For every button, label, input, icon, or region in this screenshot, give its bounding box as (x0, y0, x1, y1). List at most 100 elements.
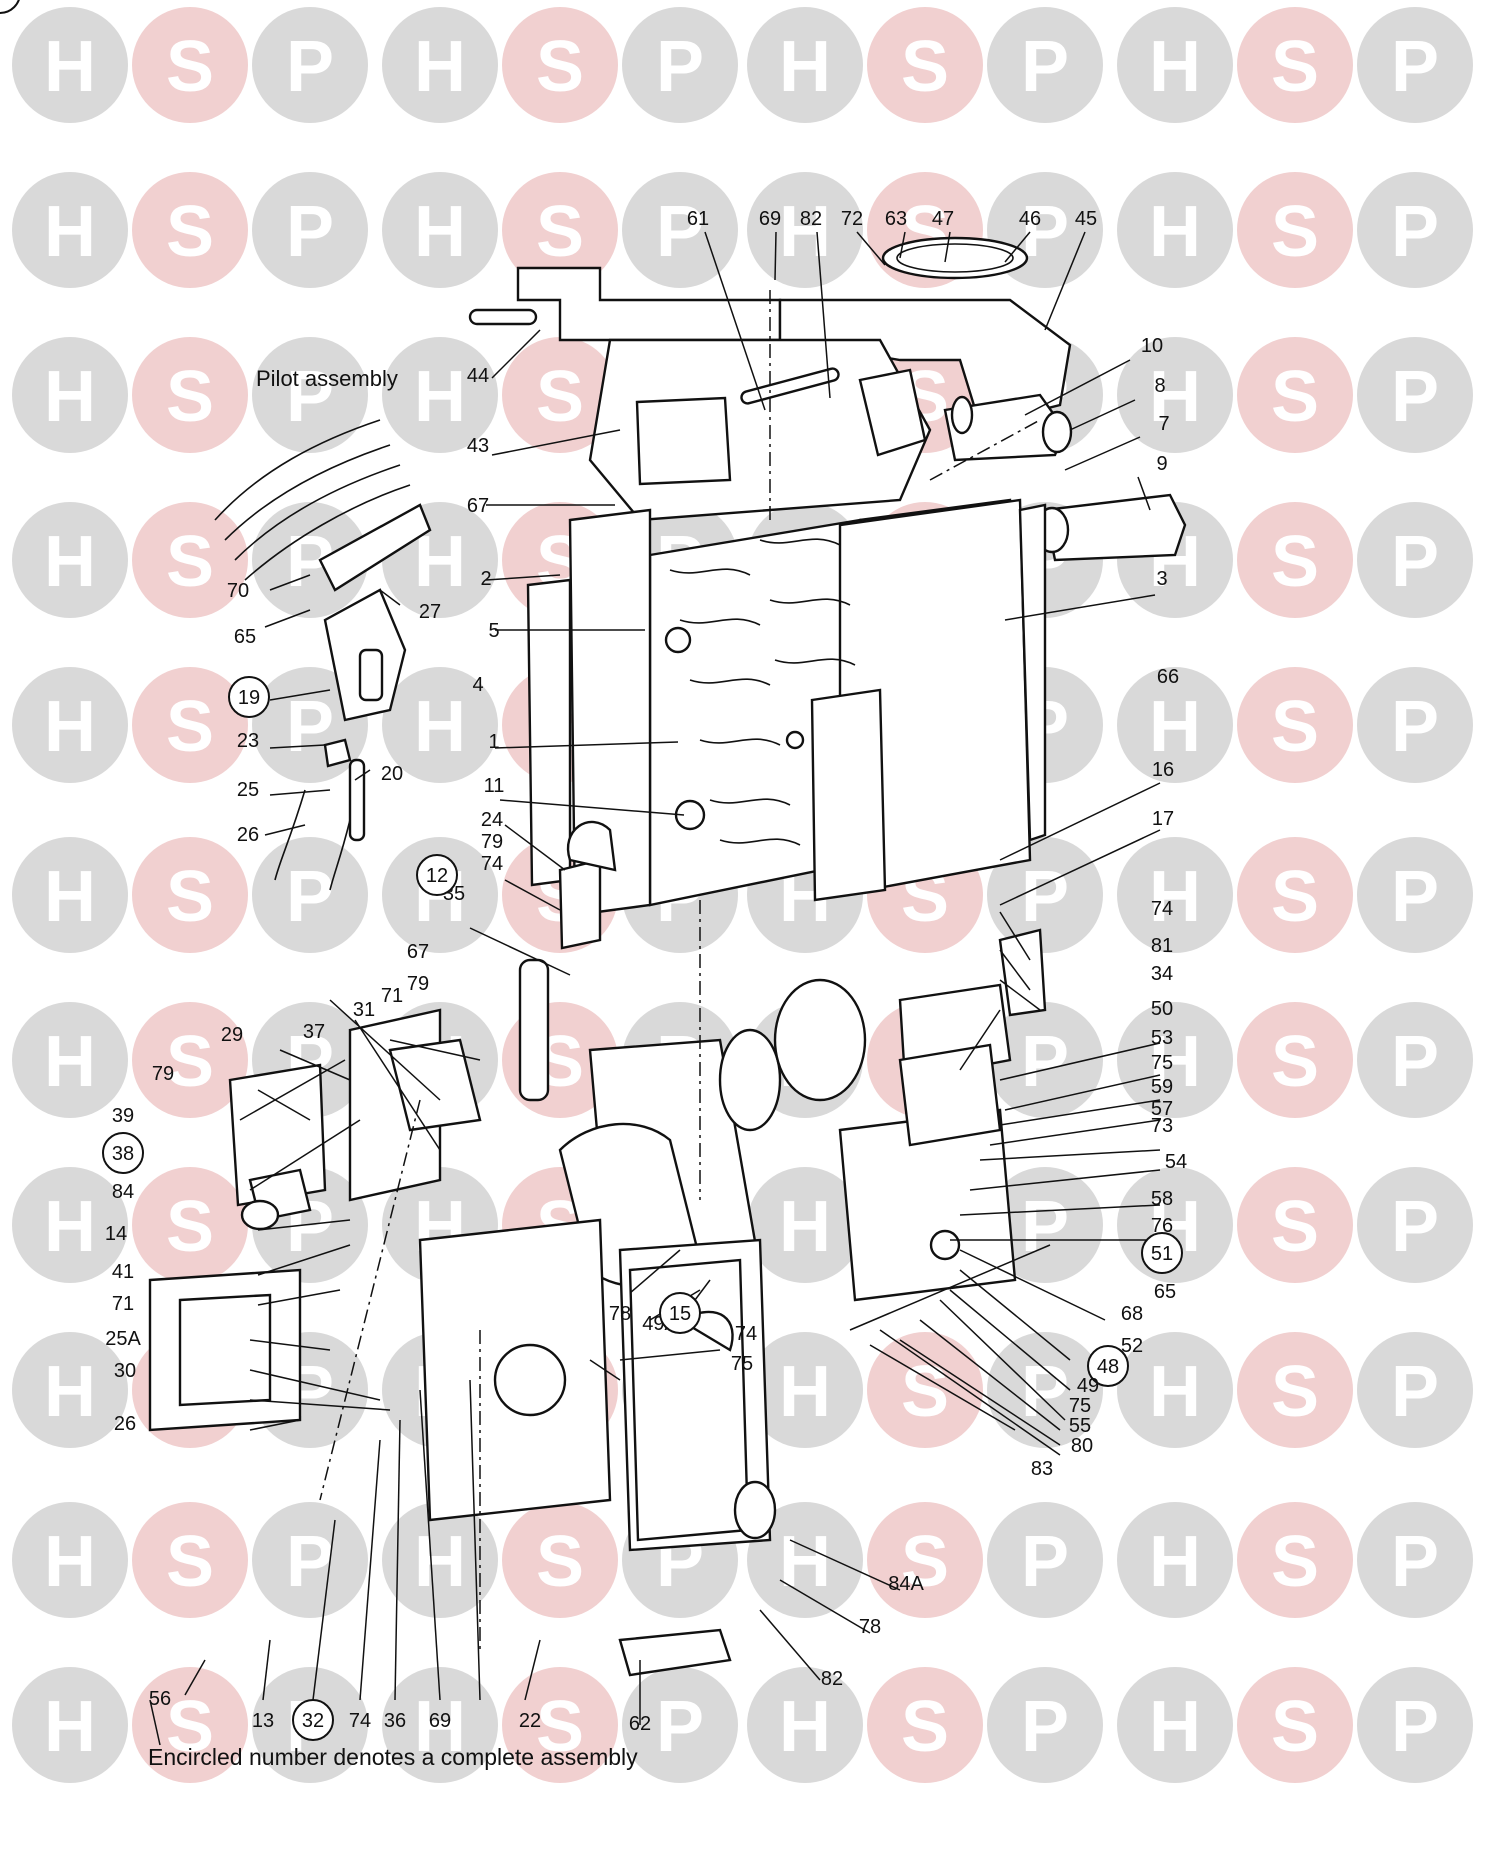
svg-text:38: 38 (112, 1143, 134, 1165)
svg-text:71: 71 (112, 1293, 134, 1315)
svg-text:H: H (779, 192, 831, 272)
part-label-45: 45 (1075, 208, 1097, 230)
svg-text:63: 63 (885, 208, 907, 230)
watermark-h-circle: H (382, 337, 498, 453)
watermark-p-circle: P (1357, 1002, 1473, 1118)
svg-text:31: 31 (353, 999, 375, 1021)
watermark-p-circle: P (987, 1167, 1103, 1283)
svg-text:54: 54 (1165, 1151, 1187, 1173)
watermark-s-circle: S (132, 1667, 248, 1783)
svg-text:P: P (286, 357, 334, 437)
svg-text:H: H (414, 27, 466, 107)
svg-text:H: H (44, 1687, 96, 1767)
svg-text:P: P (1021, 857, 1069, 937)
watermark-s-circle: S (1237, 837, 1353, 953)
part-label-67: 67 (407, 941, 429, 963)
part-label-66: 66 (1157, 666, 1179, 688)
svg-text:75: 75 (1069, 1395, 1091, 1417)
svg-text:H: H (44, 357, 96, 437)
svg-text:H: H (779, 1522, 831, 1602)
assembly-callout-33: 33 (0, 0, 20, 14)
watermark-p-circle: P (1357, 502, 1473, 618)
assembly-callout-51: 51 (1141, 1232, 1183, 1274)
svg-text:2: 2 (480, 568, 491, 590)
part-label-47: 47 (932, 208, 954, 230)
watermark-h-circle: H (1117, 1667, 1233, 1783)
diagram-caption: Encircled number denotes a complete asse… (148, 1744, 638, 1770)
svg-text:S: S (166, 687, 214, 767)
watermark-h-circle: H (747, 1502, 863, 1618)
svg-text:P: P (286, 192, 334, 272)
svg-text:P: P (1391, 1522, 1439, 1602)
watermark-p-circle: P (1357, 1167, 1473, 1283)
svg-text:S: S (1271, 522, 1319, 602)
part-label-44: 44 (467, 365, 489, 387)
svg-text:81: 81 (1151, 935, 1173, 957)
svg-text:74: 74 (735, 1323, 757, 1345)
part-label-1: 1 (488, 731, 499, 753)
svg-text:26: 26 (237, 824, 259, 846)
svg-text:S: S (901, 1352, 949, 1432)
pilot-assembly-title: Pilot assembly (256, 366, 398, 391)
svg-text:47: 47 (932, 208, 954, 230)
svg-text:74: 74 (349, 1710, 371, 1732)
part-label-78: 78 (609, 1303, 631, 1325)
watermark-s-circle: S (1237, 667, 1353, 783)
watermark-s-circle: S (132, 837, 248, 953)
svg-text:26: 26 (114, 1413, 136, 1435)
watermark-s-circle: S (132, 502, 248, 618)
part-label-74: 74 (481, 853, 503, 875)
watermark-p-circle: P (252, 837, 368, 953)
watermark-s-circle: S (1237, 1332, 1353, 1448)
svg-text:79: 79 (481, 831, 503, 853)
svg-text:H: H (779, 1352, 831, 1432)
svg-text:S: S (166, 522, 214, 602)
flue-hood-assembly (468, 236, 1187, 562)
svg-text:S: S (1271, 1187, 1319, 1267)
part-label-67: 67 (467, 495, 489, 517)
watermark-h-circle: H (12, 837, 128, 953)
svg-text:H: H (44, 857, 96, 937)
watermark-p-circle: P (252, 7, 368, 123)
svg-text:H: H (1149, 192, 1201, 272)
svg-text:82: 82 (800, 208, 822, 230)
svg-text:79: 79 (407, 973, 429, 995)
watermark-s-circle: S (1237, 1502, 1353, 1618)
svg-text:53: 53 (1151, 1027, 1173, 1049)
svg-text:S: S (901, 1522, 949, 1602)
svg-text:S: S (536, 1687, 584, 1767)
assembly-callout-48: 48 (1087, 1345, 1129, 1387)
svg-text:39: 39 (112, 1105, 134, 1127)
watermark-p-circle: P (622, 7, 738, 123)
part-label-57: 57 (1151, 1098, 1173, 1120)
svg-text:H: H (44, 687, 96, 767)
part-label-7: 7 (1158, 413, 1169, 435)
svg-text:16: 16 (1152, 759, 1174, 781)
watermark-h-circle: H (12, 1332, 128, 1448)
assembly-callout-38: 38 (102, 1132, 144, 1174)
svg-text:51: 51 (1151, 1243, 1173, 1265)
svg-text:P: P (1391, 687, 1439, 767)
svg-text:1: 1 (488, 731, 499, 753)
part-label-29: 29 (221, 1024, 243, 1046)
svg-text:S: S (166, 1522, 214, 1602)
part-label-82: 82 (821, 1668, 843, 1690)
part-label-55: 55 (1069, 1415, 1091, 1437)
svg-text:S: S (1271, 27, 1319, 107)
svg-text:S: S (1271, 1022, 1319, 1102)
part-label-30: 30 (114, 1360, 136, 1382)
watermark-p-circle: P (1357, 667, 1473, 783)
svg-text:H: H (414, 1522, 466, 1602)
svg-text:P: P (1021, 1687, 1069, 1767)
svg-text:S: S (536, 1522, 584, 1602)
svg-text:H: H (44, 1352, 96, 1432)
svg-text:P: P (1391, 192, 1439, 272)
gas-valve-burner (148, 820, 867, 1432)
svg-text:P: P (1391, 1022, 1439, 1102)
svg-text:11: 11 (484, 775, 505, 797)
part-label-75: 75 (731, 1353, 753, 1375)
watermark-h-circle: H (12, 1502, 128, 1618)
svg-text:H: H (1149, 1352, 1201, 1432)
